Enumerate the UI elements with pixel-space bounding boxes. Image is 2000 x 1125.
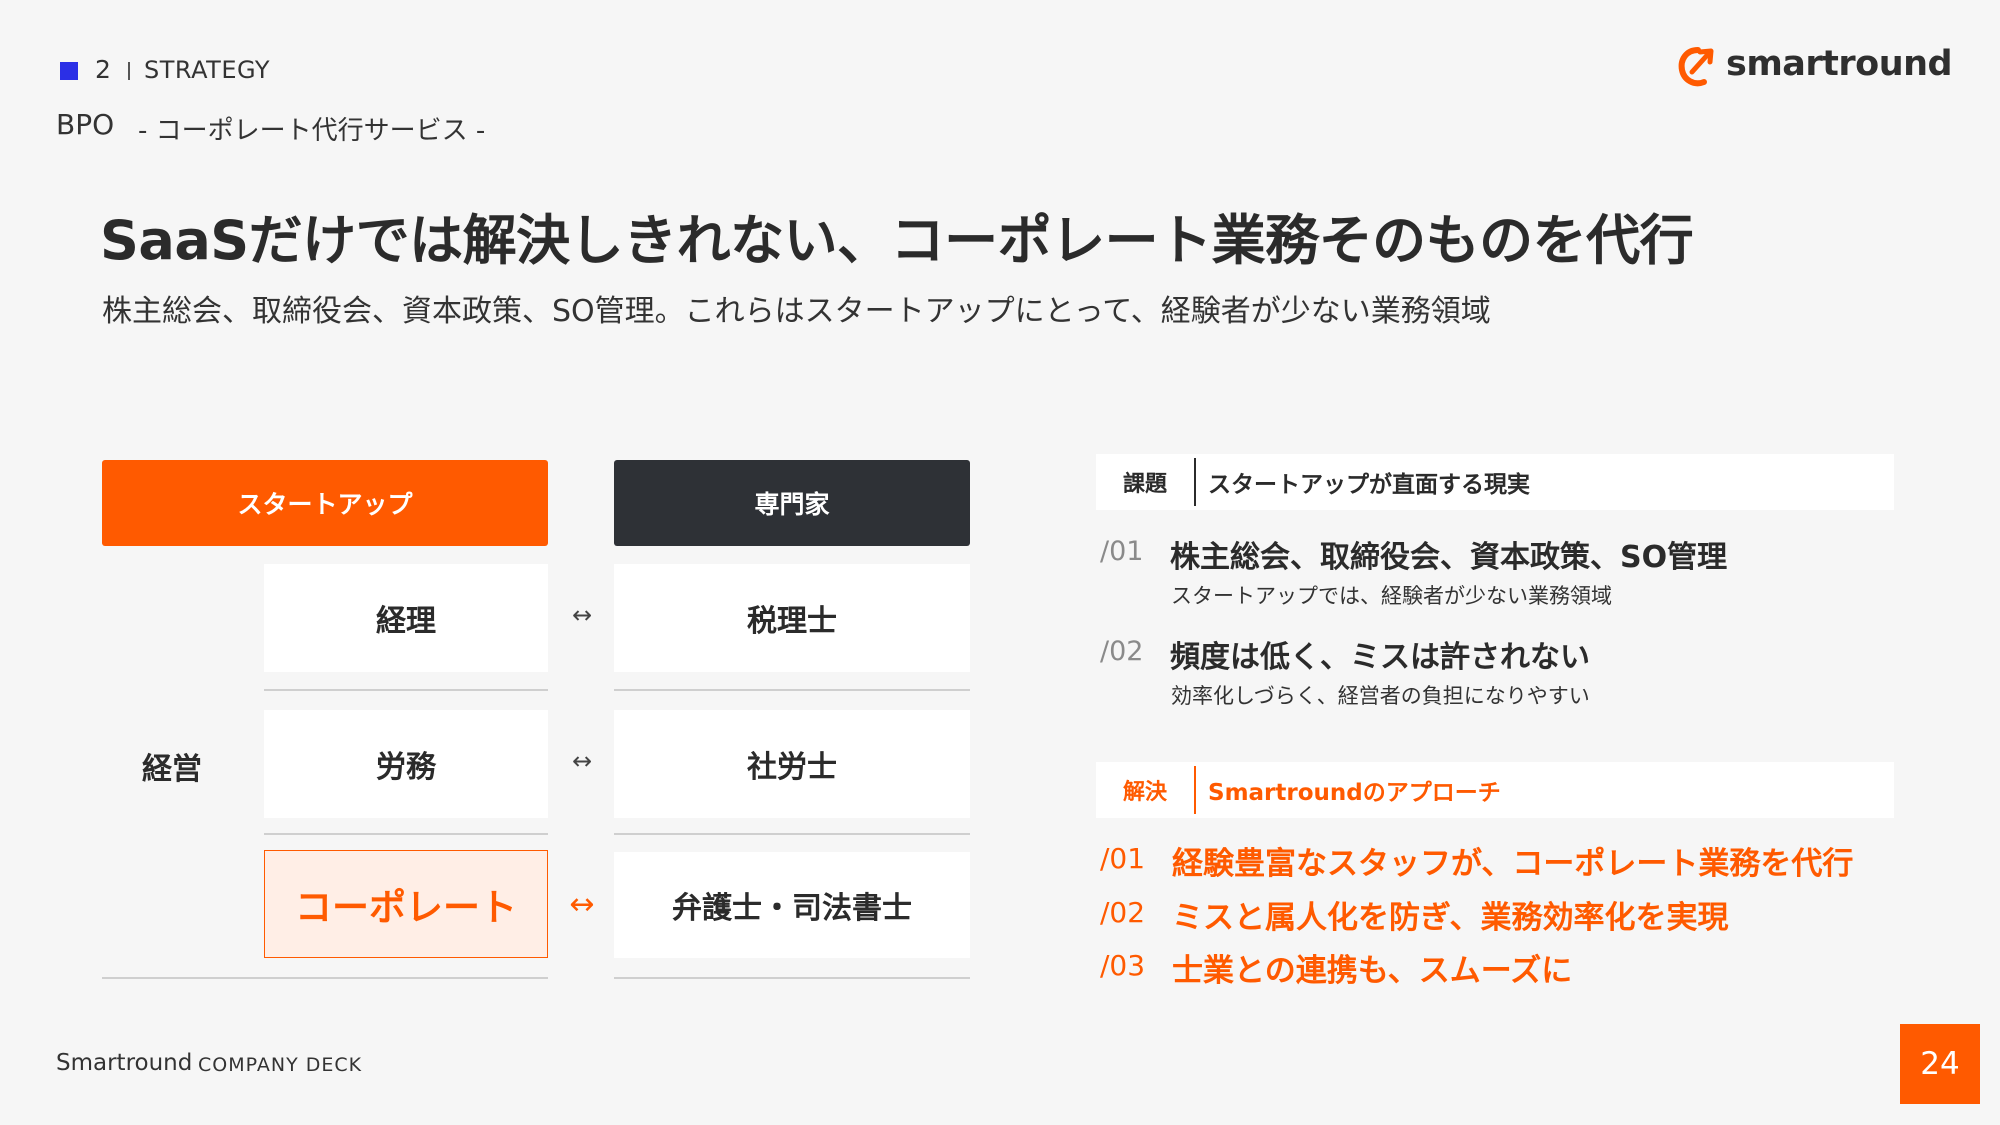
issue-title: 株主総会、取締役会、資本政策、SO管理: [1170, 540, 1728, 575]
section-divider: [128, 62, 130, 80]
solution-item: 経験豊富なスタッフが、コーポレート業務を代行: [1172, 846, 1854, 882]
solution-number: /03: [1100, 949, 1146, 982]
smartround-logo: smartround: [1676, 44, 1953, 90]
expert-header: 専門家: [614, 460, 970, 546]
category-label: BPO: [56, 108, 115, 141]
footer-deck-label: COMPANY DECK: [198, 1054, 363, 1076]
solution-heading-bar: 解決 Smartroundのアプローチ: [1096, 762, 1894, 818]
solution-number: /01: [1100, 842, 1146, 875]
issues-key: 課題: [1122, 472, 1167, 497]
management-label: 経営: [142, 752, 202, 787]
solution-heading: Smartroundのアプローチ: [1208, 780, 1501, 806]
tax-accountant-cell: 税理士: [614, 564, 970, 672]
page-subtitle: 株主総会、取締役会、資本政策、SO管理。これらはスタートアップにとって、経験者が…: [102, 294, 1491, 329]
accounting-cell: 経理: [264, 564, 548, 672]
solution-item: 士業との連携も、スムーズに: [1172, 953, 1573, 989]
solution-item: ミスと属人化を防ぎ、業務効率化を実現: [1172, 900, 1729, 936]
labor-consultant-cell: 社労士: [614, 710, 970, 818]
corporate-cell: コーポレート: [264, 850, 548, 958]
divider: [264, 689, 548, 691]
divider: [614, 689, 970, 691]
issues-heading-bar: 課題 スタートアップが直面する現実: [1096, 454, 1894, 510]
issue-number: /02: [1100, 636, 1144, 667]
divider: [614, 977, 970, 979]
solution-number: /02: [1100, 896, 1146, 929]
heading-divider: [1194, 458, 1196, 506]
logo-mark-icon: [1678, 47, 1714, 87]
page-number: 24: [1900, 1024, 1980, 1104]
solution-key: 解決: [1122, 780, 1167, 805]
logo-text: smartround: [1726, 44, 1953, 84]
issue-number: /01: [1100, 536, 1144, 567]
divider: [264, 833, 548, 835]
section-marker: [60, 62, 78, 80]
lawyer-scrivener-cell: 弁護士・司法書士: [614, 852, 970, 958]
footer-brand: Smartround: [56, 1050, 193, 1076]
bidirectional-arrow-icon: ↔: [571, 747, 593, 775]
issue-title: 頻度は低く、ミスは許されない: [1170, 640, 1590, 675]
issues-heading: スタートアップが直面する現実: [1208, 472, 1530, 498]
category-subtitle: - コーポレート代行サービス -: [138, 116, 486, 146]
divider: [102, 977, 548, 979]
issue-description: スタートアップでは、経験者が少ない業務領域: [1171, 584, 1612, 608]
section-number: 2: [95, 55, 111, 84]
bidirectional-arrow-icon: ↔: [571, 601, 593, 629]
section-label: STRATEGY: [144, 56, 271, 84]
divider: [614, 833, 970, 835]
issue-description: 効率化しづらく、経営者の負担になりやすい: [1171, 684, 1590, 708]
bidirectional-arrow-icon: ↔: [569, 887, 595, 922]
page-title: SaaSだけでは解決しきれない、コーポレート業務そのものを代行: [100, 209, 1694, 272]
labor-cell: 労務: [264, 710, 548, 818]
heading-divider: [1194, 766, 1196, 814]
startup-header: スタートアップ: [102, 460, 548, 546]
